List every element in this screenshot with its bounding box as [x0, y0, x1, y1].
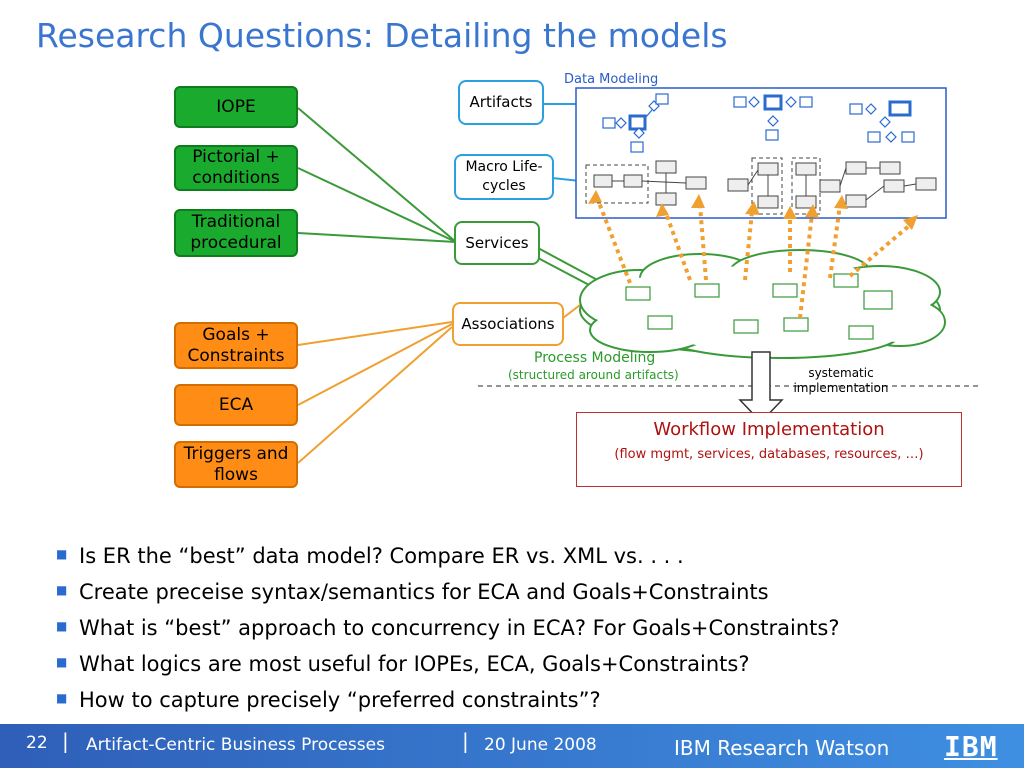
box-traditional-procedural: Traditional procedural: [174, 209, 298, 257]
bullet-item: ■What logics are most useful for IOPEs, …: [56, 646, 840, 682]
box-iope: IOPE: [174, 86, 298, 128]
bullet-square-icon: ■: [56, 619, 68, 633]
workflow-subtitle: (flow mgmt, services, databases, resourc…: [614, 447, 924, 462]
bullet-item: ■Is ER the “best” data model? Compare ER…: [56, 538, 840, 574]
bullet-item: ■Create preceise syntax/semantics for EC…: [56, 574, 840, 610]
bullet-list: ■Is ER the “best” data model? Compare ER…: [56, 538, 840, 718]
box-eca: ECA: [174, 384, 298, 426]
box-services: Services: [454, 221, 540, 265]
box-triggers-flows: Triggers and flows: [174, 441, 298, 488]
page-number: 22: [26, 733, 48, 753]
data-modeling-label: Data Modeling: [564, 72, 659, 87]
workflow-title: Workflow Implementation: [653, 419, 885, 440]
ibm-logo: IBM: [944, 730, 998, 763]
dotted-arrows: [596, 199, 912, 319]
footer-separator: |: [462, 729, 469, 753]
process-modeling-label: Process Modeling: [534, 350, 656, 366]
footer-title: Artifact-Centric Business Processes: [86, 735, 385, 755]
green-connectors: [297, 107, 617, 297]
bullet-item: ■How to capture precisely “preferred con…: [56, 682, 840, 718]
lifecycle-diagrams: [585, 157, 937, 215]
bullet-item: ■What is “best” approach to concurrency …: [56, 610, 840, 646]
box-pictorial-conditions: Pictorial + conditions: [174, 145, 298, 191]
process-modeling-sublabel: (structured around artifacts): [508, 368, 679, 382]
page-title: Research Questions: Detailing the models: [36, 16, 728, 55]
bullet-square-icon: ■: [56, 583, 68, 597]
workflow-box: Workflow Implementation (flow mgmt, serv…: [576, 412, 962, 487]
box-artifacts: Artifacts: [458, 80, 544, 125]
footer-separator: |: [62, 729, 69, 753]
bullet-square-icon: ■: [56, 655, 68, 669]
systematic-label: systematic implementation: [793, 366, 889, 395]
orange-connectors: [297, 281, 611, 464]
footer-bar: 22 | Artifact-Centric Business Processes…: [0, 724, 1024, 768]
box-macro-lifecycles: Macro Life-cycles: [454, 154, 554, 200]
footer-date: 20 June 2008: [484, 735, 597, 755]
bullet-square-icon: ■: [56, 691, 68, 705]
bullet-square-icon: ■: [56, 547, 68, 561]
box-associations: Associations: [452, 302, 564, 346]
er-diagrams: [602, 93, 915, 153]
footer-org: IBM Research Watson: [674, 736, 890, 760]
arrow-heads: [588, 190, 918, 230]
down-arrow: [738, 351, 784, 424]
cloud-boxes: [625, 273, 893, 340]
box-goals-constraints: Goals + Constraints: [174, 322, 298, 369]
